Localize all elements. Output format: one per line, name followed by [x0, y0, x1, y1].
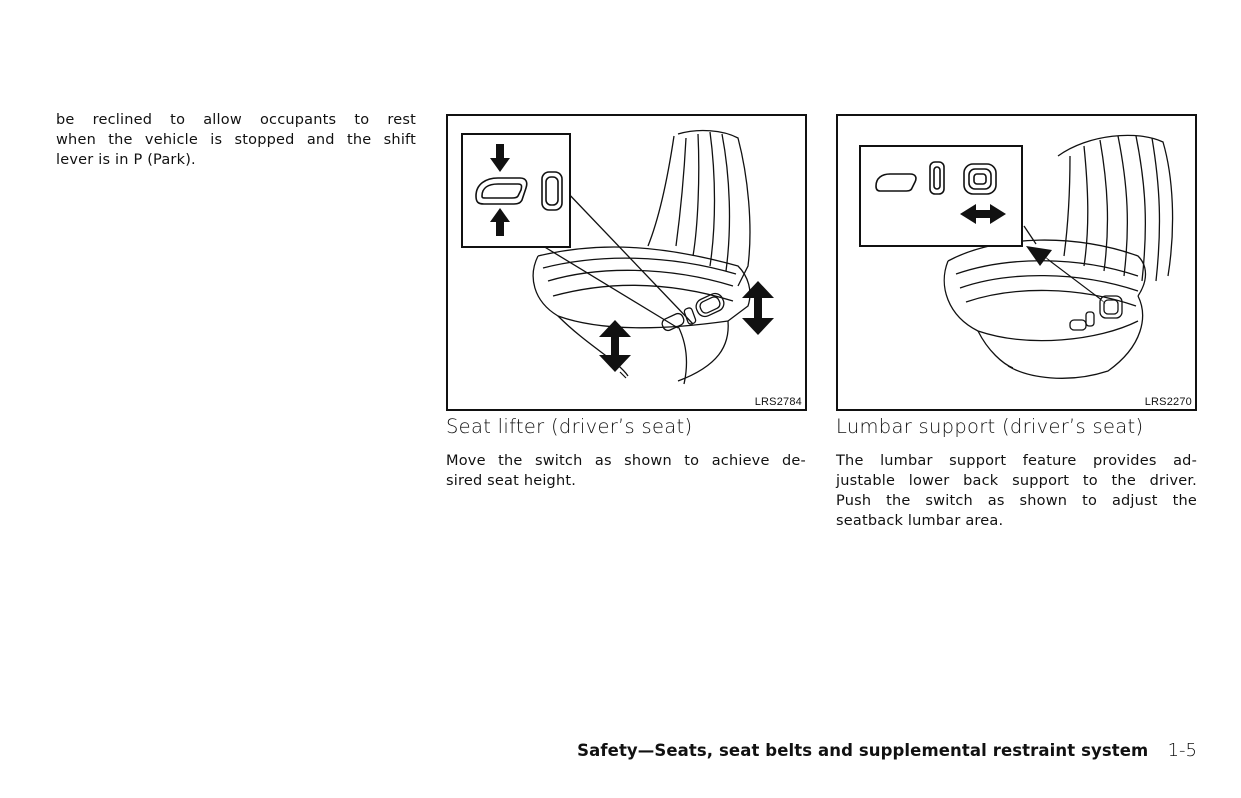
lumbar-support-figure: LRS2270	[836, 114, 1197, 411]
page-number: 1-5	[1167, 740, 1197, 761]
caption-line: Push the switch as shown to adjust the	[836, 493, 1197, 509]
page-footer: Safety—Seats, seat belts and supplementa…	[577, 740, 1197, 761]
caption-line: seatback lumbar area.	[836, 513, 1004, 529]
caption-line: Move the switch as shown to achieve de-	[446, 453, 806, 469]
footer-section-title: Safety—Seats, seat belts and supplementa…	[577, 741, 1149, 760]
caption-line: The lumbar support feature provides ad-	[836, 453, 1197, 469]
lumbar-support-caption: The lumbar support feature provides ad- …	[836, 451, 1197, 531]
intro-line: when the vehicle is stopped and the shif…	[56, 132, 416, 148]
lumbar-support-heading: Lumbar support (driver’s seat)	[836, 415, 1144, 438]
intro-paragraph: be reclined to allow occupants to rest w…	[56, 110, 416, 170]
lumbar-support-illustration	[859, 134, 1174, 379]
figure-code: LRS2784	[754, 396, 802, 408]
seat-lifter-figure: LRS2784	[446, 114, 807, 411]
figure-code: LRS2270	[1144, 396, 1192, 408]
caption-line: justable lower back support to the drive…	[836, 473, 1197, 489]
seat-lifter-heading: Seat lifter (driver’s seat)	[446, 415, 693, 438]
seat-lifter-caption: Move the switch as shown to achieve de- …	[446, 451, 806, 491]
intro-line: lever is in P (Park).	[56, 152, 196, 168]
caption-line: sired seat height.	[446, 473, 577, 489]
intro-line: be reclined to allow occupants to rest	[56, 112, 416, 128]
seat-lifter-illustration	[461, 129, 774, 385]
